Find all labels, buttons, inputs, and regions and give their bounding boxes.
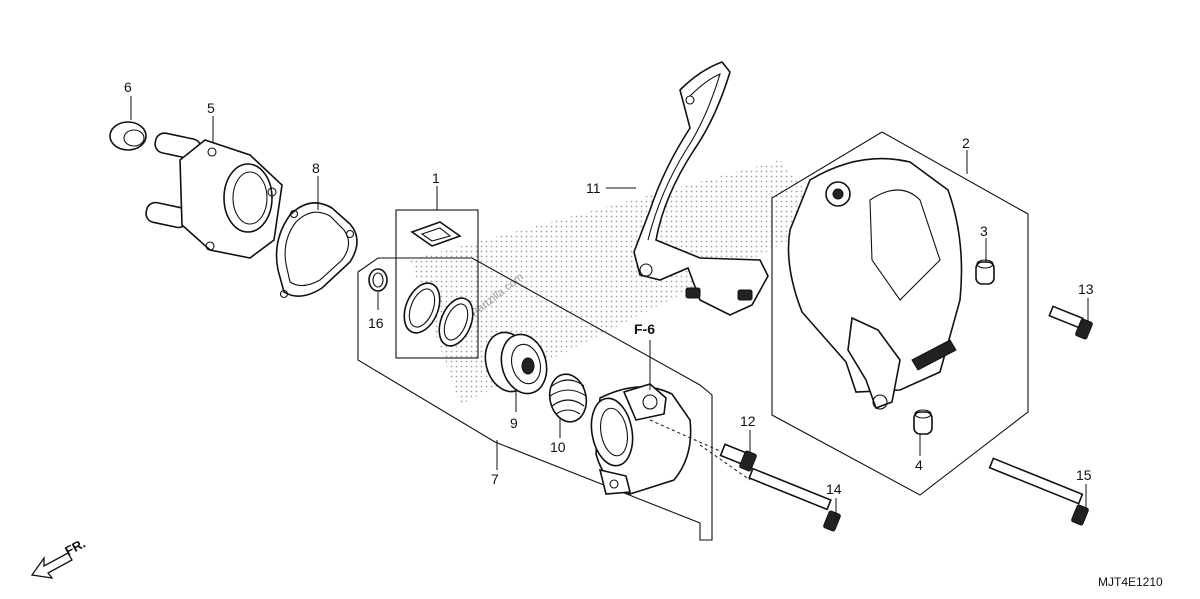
part-10-spring[interactable] — [545, 371, 590, 425]
callout-8: 8 — [312, 160, 320, 176]
stipple-band — [410, 160, 830, 405]
callout-10: 10 — [550, 439, 566, 455]
callout-11: 11 — [586, 180, 601, 196]
part-16-seal[interactable] — [368, 268, 388, 292]
callout-9: 9 — [510, 415, 518, 431]
part-4-collar[interactable] — [913, 409, 933, 435]
callout-5: 5 — [207, 100, 215, 116]
callout-1: 1 — [432, 170, 440, 186]
callout-14: 14 — [826, 481, 842, 497]
part-3-collar[interactable] — [975, 259, 995, 285]
part-7-slave-cylinder[interactable] — [586, 383, 692, 495]
part-14-bolt[interactable] — [699, 444, 841, 532]
callout-12: 12 — [740, 413, 756, 429]
part-13-bolt[interactable] — [1048, 305, 1093, 340]
part-9-piston[interactable] — [479, 327, 553, 398]
part-6-cap[interactable] — [109, 121, 147, 151]
part-12-bolt[interactable] — [649, 419, 757, 472]
part-5-cylinder-housing[interactable] — [144, 131, 283, 259]
callout-6: 6 — [124, 79, 132, 95]
leader-lines — [130, 96, 1089, 520]
part-8-gasket[interactable] — [275, 202, 358, 299]
part-1-seals[interactable] — [397, 278, 479, 351]
part-1-boot[interactable] — [410, 221, 462, 247]
callout-15: 15 — [1076, 467, 1092, 483]
part-15-bolt[interactable] — [988, 457, 1089, 526]
part-7-group-outline — [357, 257, 713, 541]
diagram-code: MJT4E1210 — [1098, 575, 1163, 589]
callout-16: 16 — [368, 315, 384, 331]
reference-label[interactable]: F-6 — [634, 321, 655, 337]
part-11-cover-gasket[interactable] — [633, 61, 769, 316]
part-2-group-outline — [771, 131, 1029, 496]
callout-4: 4 — [915, 457, 923, 473]
callout-2: 2 — [962, 135, 970, 151]
front-direction-arrow-icon — [30, 552, 73, 579]
callout-3: 3 — [980, 223, 988, 239]
callout-7: 7 — [491, 471, 499, 487]
part-2-sprocket-cover[interactable] — [787, 157, 963, 410]
callout-13: 13 — [1078, 281, 1094, 297]
